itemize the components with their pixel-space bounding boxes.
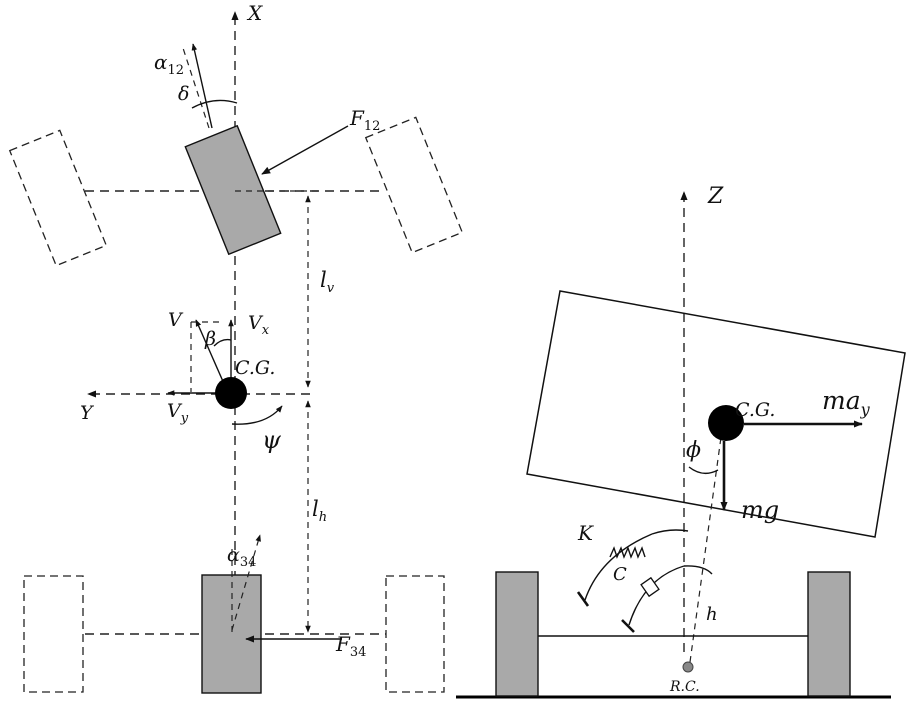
roll-center-dot — [683, 662, 693, 672]
vx-label: Vx — [248, 312, 270, 338]
yaw-arc — [232, 406, 282, 424]
f12-label: F12 — [349, 106, 380, 134]
damper-end-bar — [622, 620, 634, 632]
lh-label: lh — [312, 497, 327, 525]
psi-label: ψ — [262, 426, 282, 454]
f12-arrow — [262, 126, 348, 174]
vy-label: Vy — [167, 400, 189, 426]
cg-dot-plan — [215, 377, 247, 409]
phi-label: ϕ — [686, 438, 701, 463]
cg-label-roll: C.G. — [735, 399, 775, 421]
delta-arc — [192, 100, 237, 108]
beta-arc — [214, 340, 231, 346]
damper-arc-right — [684, 566, 712, 574]
ghost-wheel-rear-right — [386, 576, 444, 692]
y-axis-label: Y — [80, 402, 95, 424]
alpha12-label: α12 — [154, 50, 184, 78]
roll-center-label: R.C. — [669, 679, 700, 695]
plan-view: X Y α12 δ F12 lv V Vx β C.G. Vy ψ lh α34… — [10, 1, 463, 693]
cg-label-plan: C.G. — [235, 357, 275, 379]
phi-arc — [689, 467, 718, 473]
v-label: V — [168, 309, 184, 331]
rear-wheel — [202, 575, 261, 693]
beta-label: β — [204, 328, 216, 350]
ghost-wheel-front-right — [366, 117, 463, 252]
damper-label: C — [613, 564, 627, 585]
roll-view: Z C.G. may ϕ mg K C h R.C. — [456, 184, 905, 697]
ghost-wheel-front-left — [10, 130, 107, 265]
x-axis-label: X — [246, 1, 263, 25]
delta-label: δ — [178, 83, 189, 105]
front-wheel — [185, 126, 280, 255]
damper-arc — [629, 566, 684, 625]
spring-label: K — [577, 521, 594, 545]
ghost-wheel-rear-left — [24, 576, 83, 692]
height-label: h — [706, 604, 718, 625]
left-wheel — [496, 572, 538, 696]
spring-arc-right — [652, 530, 688, 534]
roll-line — [690, 430, 722, 662]
may-label: may — [822, 386, 871, 419]
z-axis-label: Z — [707, 184, 724, 209]
alpha34-label: α34 — [227, 544, 256, 570]
f34-label: F34 — [335, 632, 366, 660]
lv-label: lv — [320, 268, 335, 296]
right-wheel — [808, 572, 850, 696]
mg-label: mg — [741, 496, 779, 524]
